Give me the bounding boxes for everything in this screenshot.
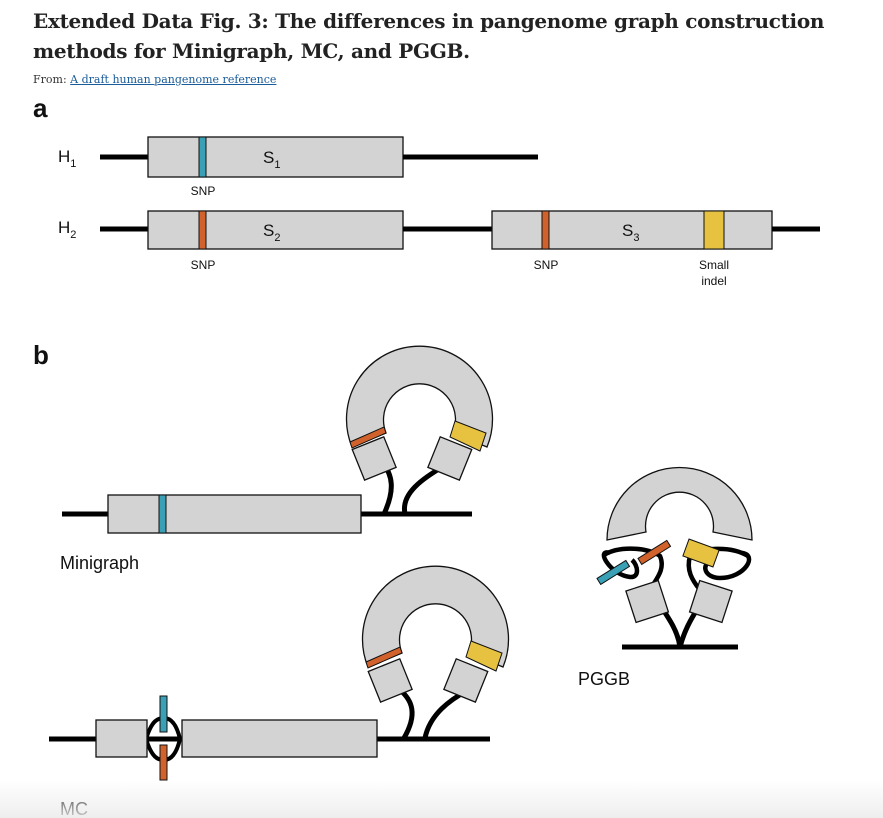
indel-yellow-marker [682,538,720,568]
snp-orange-marker [637,539,672,566]
snp2-label: SNP [191,258,216,272]
snp3-label: SNP [534,258,559,272]
snp-orange-marker [198,210,207,250]
s3-label: S3 [622,221,639,244]
h2-label: H2 [58,218,76,241]
bottom-fade [0,780,883,818]
minigraph-label: Minigraph [60,553,139,573]
source-link[interactable]: A draft human pangenome reference [70,73,277,86]
snp-orange-marker [159,744,168,781]
mc-graph [49,565,510,781]
arc-segment [606,466,753,541]
indel-yellow-marker [449,420,487,452]
snp-blue-marker [159,695,168,733]
panel-a-label: a [33,93,48,123]
source-line: From: A draft human pangenome reference [33,73,276,86]
from-prefix: From: [33,73,71,86]
panel-b-label: b [33,340,49,370]
snp-blue-marker [198,136,207,178]
s3-block [491,210,773,250]
snp-blue-marker [158,494,167,534]
minigraph-graph [62,345,494,534]
s1-label: S1 [263,148,280,171]
indel-yellow-marker [465,640,503,672]
s2-label: S2 [263,221,280,244]
snp-orange-marker [349,426,387,449]
s1-block [147,136,404,178]
pggb-label: PGGB [578,669,630,689]
snp-orange-marker [365,646,403,669]
snp1-label: SNP [191,184,216,198]
indel-label-line1: Small [699,258,729,272]
indel-label-line2: indel [701,274,726,288]
h1-label: H1 [58,147,76,170]
indel-yellow-marker [703,210,725,250]
snp-blue-marker [596,559,631,586]
snp-orange-marker [541,210,550,250]
figure-title: Extended Data Fig. 3: The differences in… [33,9,825,63]
pggb-graph [596,466,753,650]
